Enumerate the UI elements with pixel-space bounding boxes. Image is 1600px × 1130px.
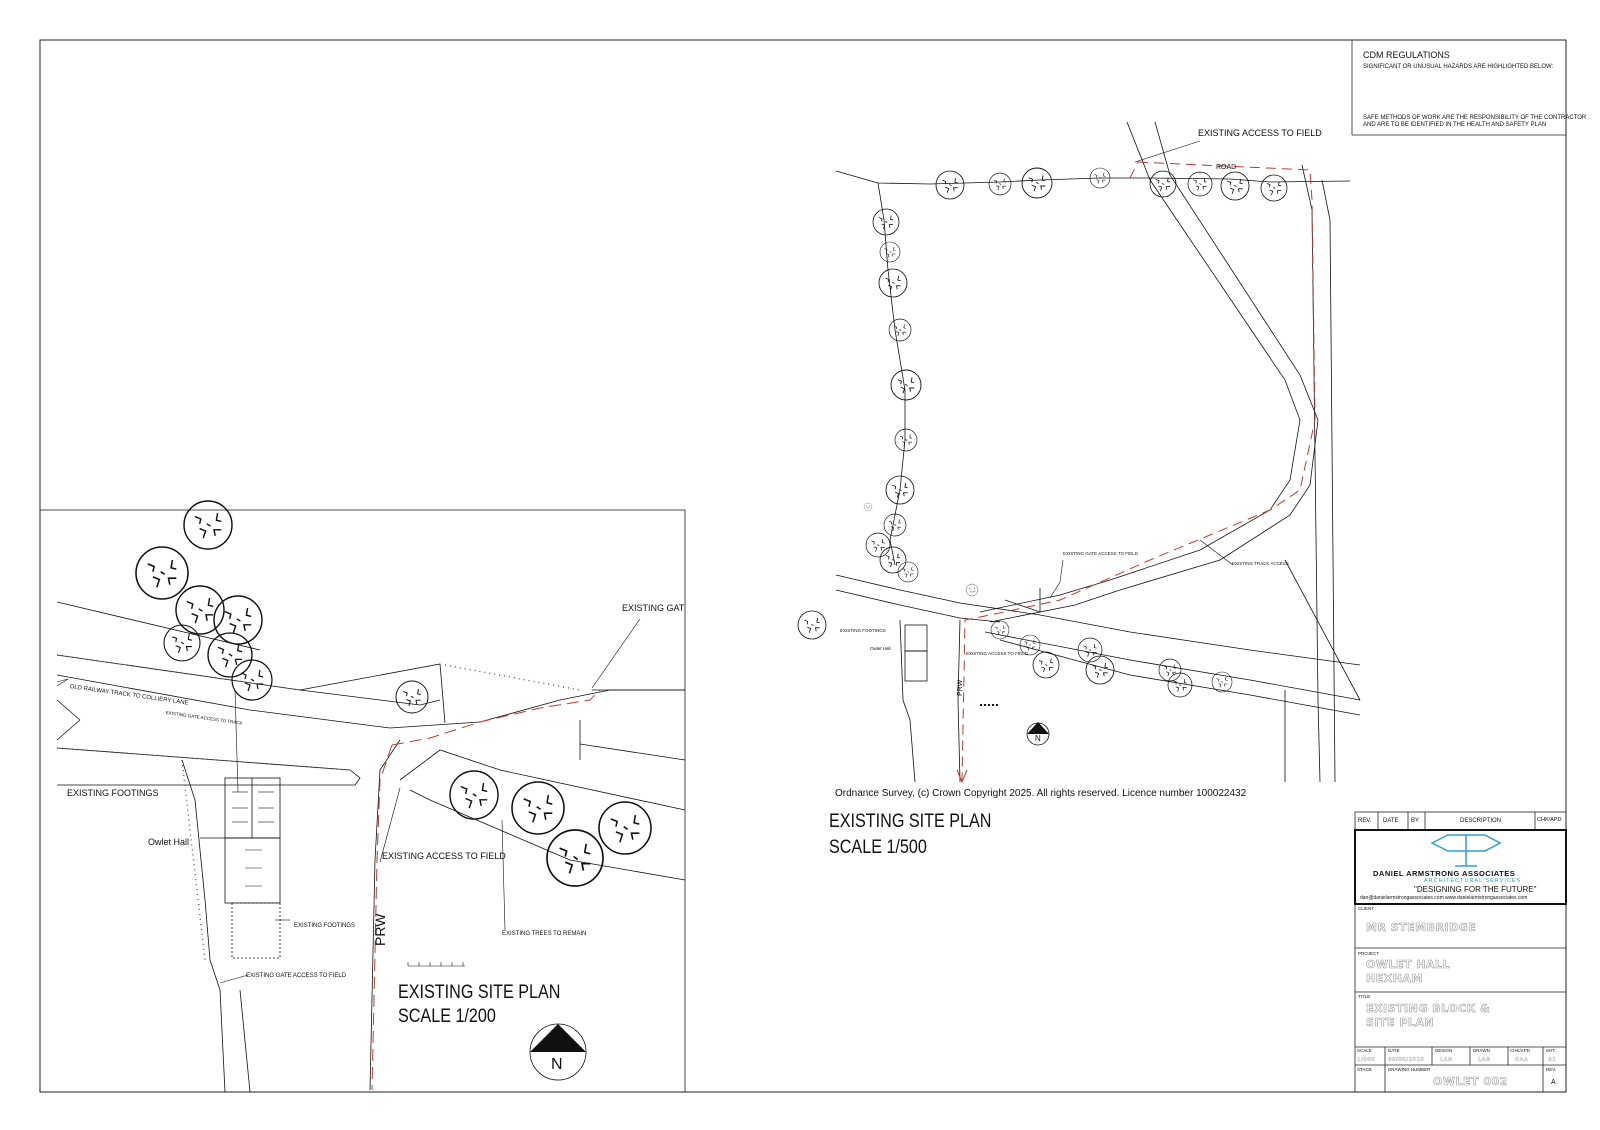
site-plan-title-200: EXISTING SITE PLAN [398, 982, 561, 1003]
hall-label-500: Owlet Hall [870, 646, 891, 651]
tb-chk-label: CHK/APD [1510, 1048, 1531, 1053]
tb-sht-value: A1 [1548, 1057, 1557, 1063]
prw-route-1-500 [961, 161, 1316, 781]
track-access-label: EXISTING TRACK ACCESS [1232, 561, 1289, 566]
cdm-line-1: SIGNIFICANT OR UNUSUAL HAZARDS ARE HIGHL… [1363, 64, 1554, 70]
tb-rev-label: REV. [1546, 1067, 1557, 1072]
tb-project-label: PROJECT [1358, 951, 1380, 956]
tb-rev-header: REV. [1358, 818, 1372, 824]
fence-lines-1-200 [56, 654, 581, 961]
tb-title-line-1: EXISTING BLOCK & [1366, 1002, 1491, 1016]
detail-frame-1-200 [39, 509, 686, 1093]
tb-date-header: DATE [1383, 818, 1399, 824]
tb-scale-label: SCALE [1357, 1048, 1372, 1053]
title-block-lines [1354, 811, 1567, 1093]
road-label: ROAD [1216, 164, 1237, 171]
company-name: DANIEL ARMSTRONG ASSOCIATES [1373, 869, 1516, 878]
access-small-label-500: EXISTING ACCESS TO FIELD [966, 651, 1028, 656]
tb-title-label: TITLE [1358, 994, 1371, 999]
tb-rev-value: A [1551, 1079, 1556, 1086]
tb-stage-label: STAGE [1357, 1067, 1372, 1072]
gate-access-label-500: EXISTING GATE ACCESS TO FIELD [1063, 551, 1139, 556]
company-contact: dan@danielarmstrongassociates.com www.da… [1360, 895, 1528, 901]
footings-label-500: EXISTING FOOTINGS [840, 628, 886, 633]
site-plan-scale-500: SCALE 1/500 [829, 837, 927, 858]
prw-label-500: PRW [957, 679, 964, 696]
tb-sht-label: SHT. [1546, 1048, 1556, 1053]
sheet-border [39, 39, 1567, 1093]
north-letter-500: N [1035, 734, 1041, 743]
footings-small-label-200: EXISTING FOOTINGS [294, 923, 356, 929]
site-plan-title-500: EXISTING SITE PLAN [829, 811, 992, 832]
gate-label-200: EXISTING GAT [622, 603, 685, 613]
trees-1-200 [135, 500, 652, 887]
company-slogan: "DESIGNING FOR THE FUTURE" [1414, 885, 1537, 894]
tb-scale-value: 1/500 [1357, 1057, 1376, 1063]
gate-field-label-200: EXISTING GATE ACCESS TO FIELD [246, 973, 347, 979]
tb-title-line-2: SITE PLAN [1366, 1016, 1435, 1030]
prw-label-200: PRW [372, 913, 388, 946]
access-to-field-label-200: EXISTING ACCESS TO FIELD [382, 851, 506, 861]
tb-date-value: 09/06/2025 [1388, 1057, 1425, 1063]
tb-design-label: DESIGN [1435, 1048, 1453, 1053]
tb-drawn-label: DRAWN [1473, 1048, 1490, 1053]
tb-project-line-1: OWLET HALL [1366, 958, 1451, 972]
tb-design-value: LAN [1440, 1057, 1453, 1063]
tb-chk-header: CHK/APD [1537, 817, 1562, 823]
arrow-markers-1-200 [232, 791, 274, 887]
tb-by-header: BY [1411, 818, 1420, 824]
north-arrow-1-500 [1026, 722, 1050, 746]
tb-drawing-number: OWLET 002 [1433, 1075, 1508, 1089]
trees-1-500 [797, 167, 1288, 698]
tb-client-value: MR STEMBRIDGE [1366, 921, 1477, 935]
tb-drawing-number-label: DRAWING NUMBER [1388, 1067, 1431, 1072]
tb-date-label: DATE [1388, 1048, 1400, 1053]
os-copyright: Ordnance Survey, (c) Crown Copyright 202… [835, 788, 1247, 799]
trees-remain-label: EXISTING TREES TO REMAIN [502, 931, 587, 937]
site-plan-1-200 [56, 601, 686, 1093]
cdm-title: CDM REGULATIONS [1363, 50, 1450, 60]
north-arrow-1-200 [529, 1023, 587, 1081]
hall-label-200: Owlet Hall [148, 837, 190, 847]
footings-label-200: EXISTING FOOTINGS [67, 788, 159, 798]
cdm-line-2: SAFE METHODS OF WORK ARE THE RESPONSIBIL… [1363, 115, 1587, 121]
tb-client-label: CLIENT [1358, 906, 1375, 911]
access-to-field-label: EXISTING ACCESS TO FIELD [1198, 128, 1322, 138]
site-plan-scale-200: SCALE 1/200 [398, 1006, 496, 1027]
cdm-line-3: AND ARE TO BE IDENTIFIED IN THE HEALTH A… [1363, 122, 1547, 128]
north-letter-200: N [551, 1056, 563, 1073]
tb-chk-value: DAA [1515, 1057, 1529, 1063]
tb-drawn-value: LAN [1478, 1057, 1491, 1063]
company-logo [1430, 834, 1502, 867]
tb-project-line-2: HEXHAM [1366, 972, 1423, 986]
company-services: ARCHITECTURAL SERVICES [1424, 878, 1522, 884]
site-plan-1-500 [835, 121, 1361, 783]
tb-desc-header: DESCRIPTION [1460, 818, 1502, 824]
